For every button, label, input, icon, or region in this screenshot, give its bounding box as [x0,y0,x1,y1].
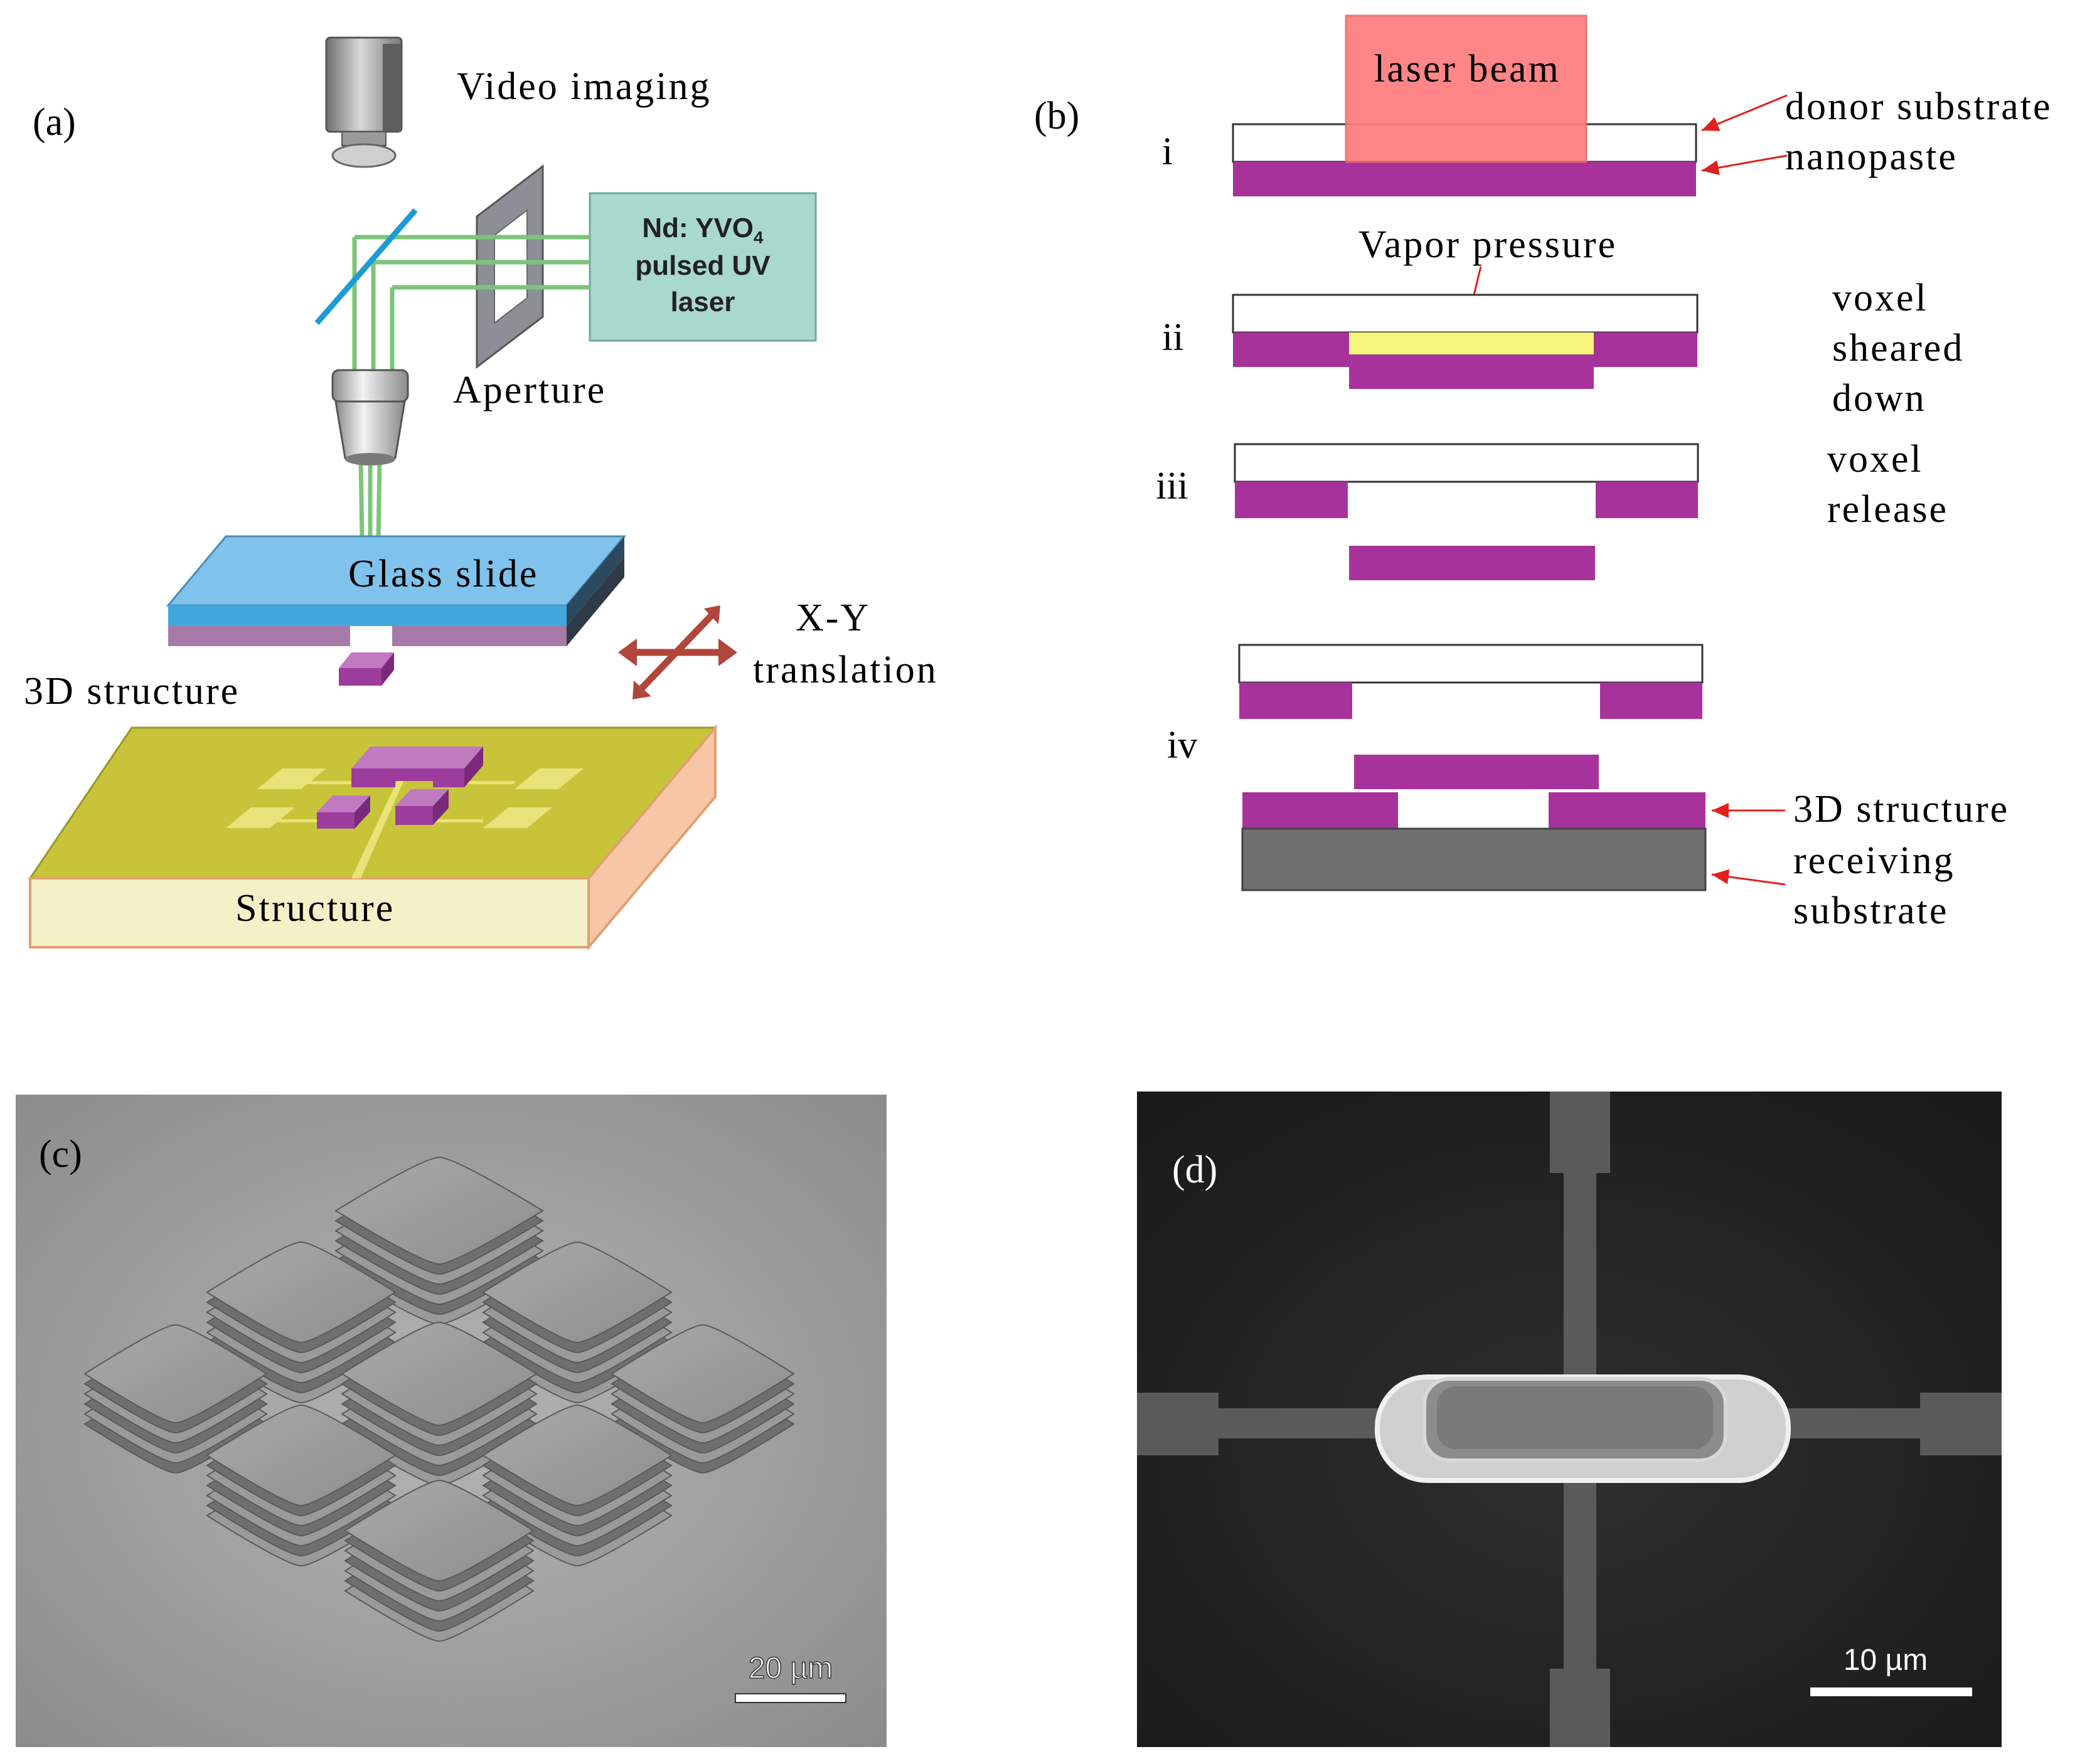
3d-structure-label-a: 3D structure [24,670,240,713]
glass-slide-label: Glass slide [348,553,538,595]
donor-substrate-ii [1232,294,1699,334]
step-iii-label: iii [1156,465,1188,507]
donor-substrate-iii [1234,443,1699,483]
scale-c-label: 20 µm [749,1652,833,1685]
release-line1: voxel [1827,438,1923,481]
tile-center [341,1321,538,1487]
panel-b: (b) i laser beam donor substrate nanopas… [1034,14,2052,932]
mirror [314,208,418,325]
voxel-iv-top [1354,755,1599,789]
scale-bar-c [735,1693,846,1703]
nanopaste-ii-right [1594,332,1697,367]
structure-iv-right [1549,792,1705,829]
panel-a-label: (a) [33,101,76,144]
nanopaste-ii-left [1233,332,1349,367]
panel-b-label: (b) [1034,95,1079,137]
transferred-bar [1375,1374,1791,1483]
xy-line2: translation [753,649,938,691]
scale-bar-d [1810,1687,1972,1696]
laser-line3: laser [671,287,735,317]
voxel-iii [1349,546,1595,580]
aperture-plate [476,164,544,369]
laser-beam-box [1345,14,1587,163]
laser-line2: pulsed UV [635,250,771,281]
receiving-line1: receiving [1793,839,1955,882]
svg-text:Nd: YVO4: Nd: YVO4 [642,213,764,247]
nanopaste-arrow [1701,154,1788,176]
step-ii-label: ii [1162,316,1183,359]
donor-substrate-label: donor substrate [1785,85,2052,128]
3d-structure-label-b: 3D structure [1793,788,2009,831]
sheared-line2: sheared [1832,327,1964,369]
laser-line1: Nd: YVO [642,213,754,243]
objective-lens-icon [331,369,409,465]
nanopaste-iv-right [1600,683,1702,719]
panel-d: (d) 10 µm [1137,1092,2002,1747]
receiving-line2: substrate [1793,890,1948,932]
step-iv-label: iv [1167,724,1197,767]
nanopaste-iii-left [1235,482,1348,518]
panel-c-label: (c) [39,1133,82,1176]
video-imaging-label: Video imaging [457,65,712,108]
stacked-tiles [83,1156,795,1642]
sheared-line3: down [1832,377,1926,420]
tile-front-left [206,1404,397,1567]
panel-c: (c) 20 µm [16,1095,887,1747]
panel-a: (a) Video imaging Nd: YVO4 pulsed UV las… [24,36,938,951]
laser-beam-label: laser beam [1374,48,1561,90]
release-line2: release [1827,488,1948,531]
glass-slide [166,535,627,646]
panel-d-label: (d) [1172,1149,1217,1191]
laser-sub: 4 [754,228,764,247]
tile-far-left [83,1324,268,1474]
laser-source: Nd: YVO4 pulsed UV laser [589,192,817,342]
structure-iv-left [1242,792,1398,829]
transferred-voxel [339,652,394,686]
scale-d-label: 10 µm [1844,1644,1928,1677]
video-camera-icon [325,36,403,168]
donor-substrate-iv [1238,644,1704,684]
vapor-layer [1349,332,1594,354]
receiving-board [28,724,718,951]
xy-line1: X-Y [796,597,870,639]
receiving-arrow [1711,869,1786,886]
vapor-pressure-label: Vapor pressure [1358,223,1617,266]
sheared-line1: voxel [1832,277,1928,319]
nanopaste-iii-right [1596,482,1698,518]
nanopaste-iv-left [1239,683,1352,719]
tile-far-right [611,1324,795,1474]
voxel-ii [1349,354,1594,389]
structure-label: Structure [235,887,395,930]
donor-arrow [1701,94,1788,132]
xy-translation-arrow-icon [618,605,737,699]
tile-front [344,1479,535,1642]
nanopaste-i [1233,162,1696,196]
nanopaste-label: nanopaste [1785,135,1958,178]
aperture-label: Aperture [453,369,606,412]
step-i-label: i [1162,130,1173,173]
tile-front-right [482,1404,673,1567]
receiving-substrate [1241,827,1707,891]
